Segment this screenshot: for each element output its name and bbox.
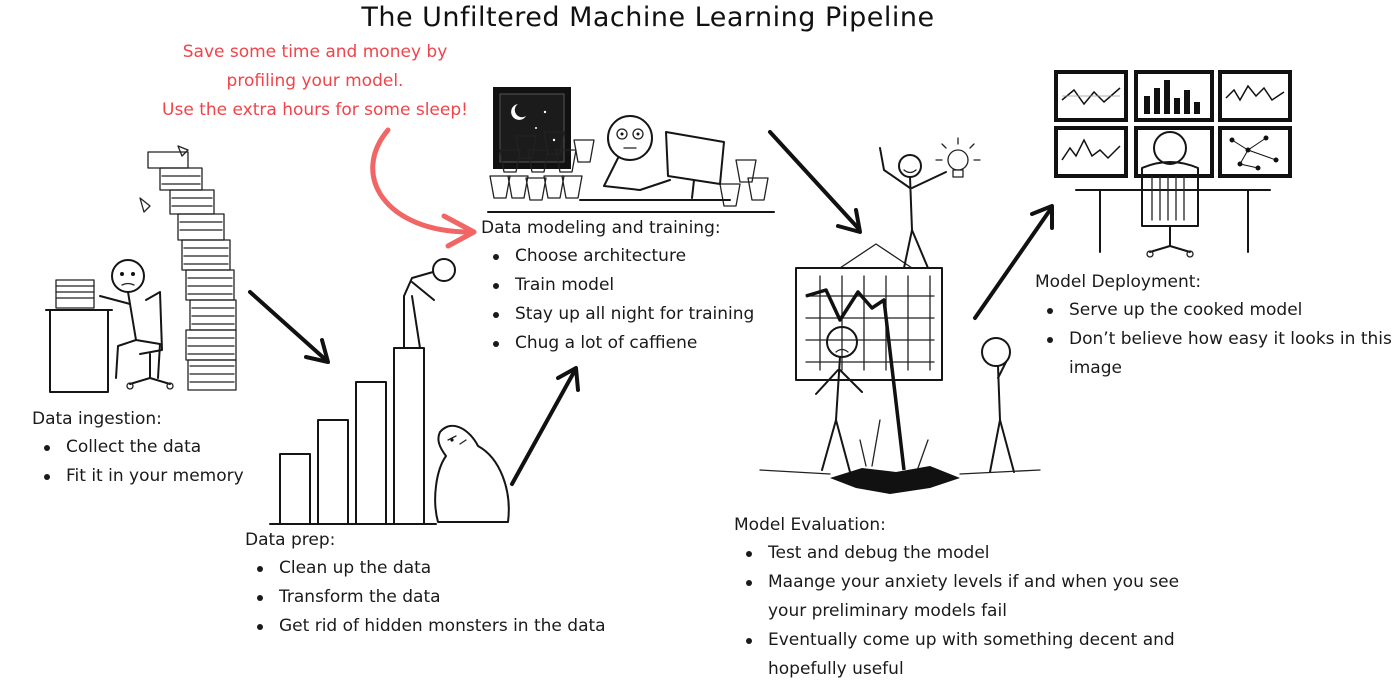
list-item: Fit it in your memory [32, 462, 272, 491]
list-item: Test and debug the model [734, 539, 1214, 568]
list-item: Get rid of hidden monsters in the data [245, 612, 645, 641]
list-item: Serve up the cooked model [1035, 296, 1397, 325]
stressed-worker-illustration [45, 145, 237, 393]
stage-heading: Data prep: [245, 530, 336, 550]
stage-item-list: Test and debug the model Maange your anx… [734, 539, 1214, 684]
list-item: Clean up the data [245, 554, 645, 583]
note-line: profiling your model. [226, 71, 404, 91]
stage-item-list: Serve up the cooked model Don’t believe … [1035, 296, 1397, 383]
page-title: The Unfiltered Machine Learning Pipeline [361, 2, 935, 33]
stage-evaluation: Model Evaluation: Test and debug the mod… [734, 511, 1214, 684]
stage-prep: Data prep: Clean up the data Transform t… [245, 526, 645, 641]
list-item: Transform the data [245, 583, 645, 612]
arrow-ingestion-to-prep [248, 290, 330, 364]
note-line: Save some time and money by [182, 42, 448, 62]
falling-chart-illustration [759, 137, 1041, 494]
monitor-wall-illustration [1054, 70, 1292, 258]
stage-deployment: Model Deployment: Serve up the cooked mo… [1035, 268, 1397, 383]
stage-item-list: Choose architecture Train model Stay up … [481, 242, 811, 358]
stage-heading: Model Deployment: [1035, 272, 1202, 292]
bar-steps-illustration [269, 258, 510, 525]
list-item: Train model [481, 271, 811, 300]
stage-item-list: Collect the data Fit it in your memory [32, 433, 272, 491]
arrow-modeling-to-evaluation [768, 130, 862, 234]
stage-ingestion: Data ingestion: Collect the data Fit it … [32, 405, 272, 491]
stage-item-list: Clean up the data Transform the data Get… [245, 554, 645, 641]
list-item: Stay up all night for training [481, 300, 811, 329]
arrow-evaluation-to-deployment [973, 204, 1054, 320]
list-item: Chug a lot of caffiene [481, 329, 811, 358]
night-coding-illustration [487, 87, 775, 213]
list-item: Maange your anxiety levels if and when y… [734, 568, 1214, 597]
list-item-continuation: your preliminary models fail [768, 601, 1007, 621]
stage-heading: Model Evaluation: [734, 515, 886, 535]
stage-heading: Data ingestion: [32, 409, 162, 429]
red-curved-arrow [370, 127, 477, 249]
sleep-tip-note: Save some time and money by profiling yo… [140, 38, 490, 125]
list-item: Don’t believe how easy it looks in this [1035, 325, 1397, 354]
arrow-prep-to-modeling [510, 366, 580, 486]
list-item: Eventually come up with something decent… [734, 626, 1214, 655]
stage-modeling: Data modeling and training: Choose archi… [481, 214, 811, 358]
list-item-continuation: image [1069, 358, 1122, 378]
note-line: Use the extra hours for some sleep! [162, 100, 468, 120]
stage-heading: Data modeling and training: [481, 218, 721, 238]
list-item: Choose architecture [481, 242, 811, 271]
list-item-continuation: hopefully useful [768, 659, 904, 679]
list-item: Collect the data [32, 433, 272, 462]
